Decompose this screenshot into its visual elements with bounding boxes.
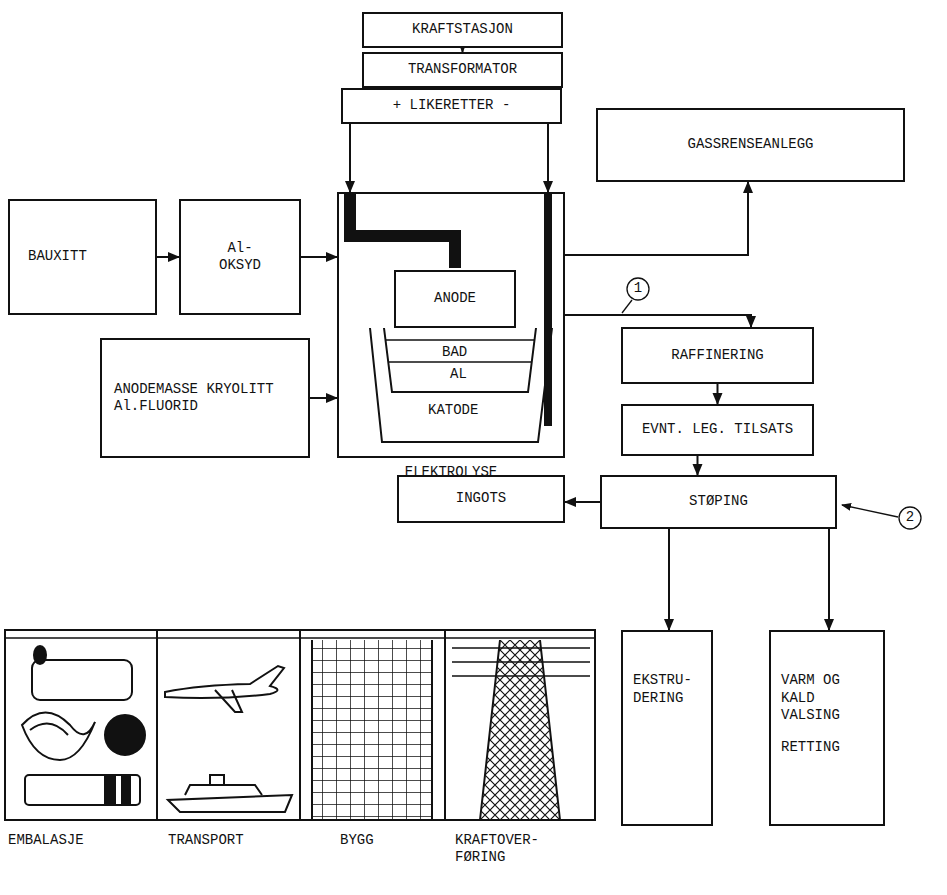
process-box: + LIKERETTER -: [341, 88, 562, 124]
flow-arrow: [565, 182, 748, 255]
process-box: ANODE: [394, 270, 516, 328]
box-label: INGOTS: [456, 490, 506, 508]
flow-arrow: [668, 529, 670, 630]
box-label: VARM OG KALD VALSING: [781, 672, 857, 725]
box-label: ANODEMASSE KRYOLITT Al.FLUORID: [114, 381, 308, 416]
flow-arrow: [157, 256, 179, 258]
box-label: RAFFINERING: [671, 347, 763, 365]
flow-arrow: [717, 384, 719, 404]
cell-interior: [350, 192, 552, 442]
part-label: BYGG: [340, 832, 420, 849]
box-label: ANODE: [434, 290, 476, 308]
callout-number: 2: [903, 509, 917, 526]
process-box: EVNT. LEG. TILSATS: [621, 404, 814, 456]
flow-arrow: [565, 501, 600, 503]
process-box: VARM OG KALD VALSING RETTING: [769, 630, 885, 826]
process-box: TRANSFORMATOR: [362, 52, 563, 88]
flow-arrow: [301, 256, 337, 258]
flow-arrow: [828, 529, 830, 630]
box-label: TRANSFORMATOR: [408, 61, 517, 79]
box-label: RETTING: [781, 739, 840, 757]
electrolysis-cell: ELEKTROLYSEANODE: [337, 192, 565, 458]
process-box: ANODEMASSE KRYOLITT Al.FLUORID: [100, 338, 310, 458]
process-box: EKSTRU- DERING: [621, 630, 713, 826]
box-label: + LIKERETTER -: [393, 97, 511, 115]
application-panel: [5, 630, 595, 820]
process-box: GASSRENSEANLEGG: [596, 108, 905, 182]
flow-arrow: [697, 456, 699, 475]
part-label: KATODE: [428, 402, 508, 419]
box-label: BAUXITT: [28, 248, 87, 266]
process-box: INGOTS: [397, 475, 565, 523]
process-box: KRAFTSTASJON: [362, 12, 563, 48]
part-label: TRANSPORT: [168, 832, 298, 849]
process-box: RAFFINERING: [621, 327, 814, 384]
box-label: Al- OKSYD: [210, 240, 270, 275]
part-label: KRAFTOVER- FØRING: [455, 832, 565, 866]
box-label: EKSTRU- DERING: [633, 672, 703, 707]
box-label: KRAFTSTASJON: [412, 21, 513, 39]
box-label: GASSRENSEANLEGG: [687, 136, 813, 154]
part-label: AL: [450, 366, 490, 383]
flow-arrow: [310, 397, 337, 399]
flow-arrow: [547, 124, 549, 193]
box-label: STØPING: [689, 493, 748, 511]
part-label: EMBALASJE: [8, 832, 138, 849]
box-label: EVNT. LEG. TILSATS: [642, 421, 793, 439]
flow-arrow: [565, 315, 751, 327]
process-box: Al- OKSYD: [179, 199, 301, 315]
part-label: BAD: [442, 344, 502, 361]
process-box: BAUXITT: [8, 199, 157, 315]
process-box: STØPING: [600, 475, 837, 529]
callout-number: 1: [631, 280, 645, 297]
flow-arrow: [349, 124, 351, 193]
